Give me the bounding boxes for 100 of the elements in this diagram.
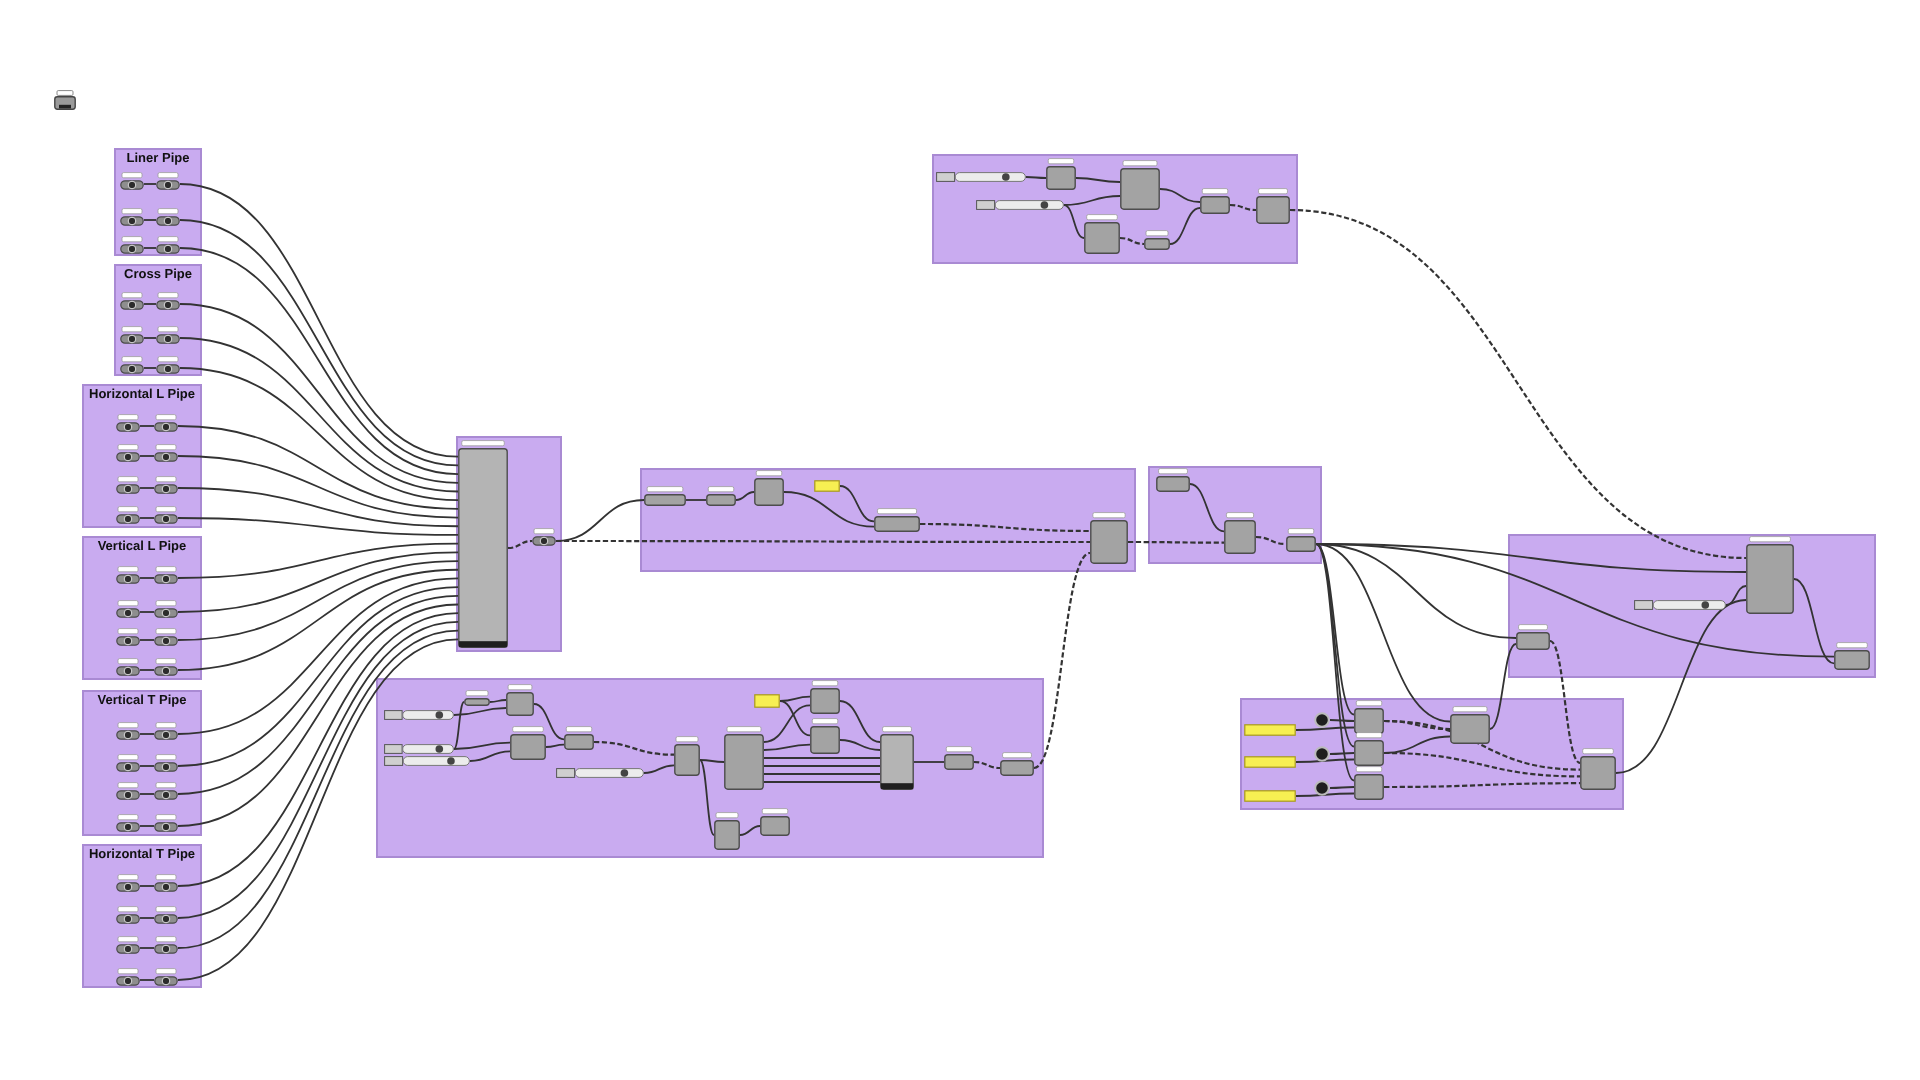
parameter-capsule (154, 657, 178, 675)
wire (1315, 543, 1355, 716)
number-slider (384, 710, 454, 720)
component-block (810, 718, 840, 754)
wire (1025, 176, 1047, 179)
wire (139, 825, 155, 827)
wire (1295, 726, 1355, 731)
wire (139, 611, 155, 613)
wire (783, 491, 875, 528)
wire (839, 485, 875, 523)
parameter-capsule (120, 325, 144, 343)
parameter-capsule (156, 171, 180, 189)
parameter-capsule (116, 627, 140, 645)
wire (139, 455, 155, 457)
component-block (1354, 766, 1384, 800)
wire (1128, 540, 1224, 544)
wire (139, 793, 155, 795)
wire (453, 741, 511, 750)
wire (139, 669, 155, 671)
parameter-capsule (116, 443, 140, 461)
parameter-capsule (154, 599, 178, 617)
wire (179, 303, 459, 484)
component-block (1144, 230, 1170, 250)
group-panel (640, 468, 1136, 572)
parameter-capsule (120, 235, 144, 253)
note-panel (1244, 790, 1296, 802)
wire (139, 885, 155, 887)
component-block (1746, 536, 1794, 614)
component-block (714, 812, 740, 850)
wire (1295, 758, 1355, 763)
wire (177, 577, 459, 735)
wire (913, 761, 945, 763)
component-block (1450, 706, 1490, 744)
wire (1063, 204, 1085, 239)
wire (143, 303, 157, 305)
wire (139, 733, 155, 735)
wire (143, 183, 157, 185)
parameter-capsule (116, 753, 140, 771)
parameter-capsule (154, 935, 178, 953)
parameter-capsule (154, 967, 178, 985)
group-panel (1148, 466, 1322, 564)
wire (1793, 578, 1835, 665)
parameter-capsule (116, 505, 140, 523)
wire (1383, 719, 1581, 771)
wire (1159, 188, 1201, 203)
wire (839, 700, 881, 743)
component-block (874, 508, 920, 532)
wire (1549, 640, 1581, 764)
wire (453, 701, 465, 750)
group-panel (82, 690, 202, 836)
wire (1315, 543, 1451, 723)
parameter-capsule (154, 721, 178, 739)
wire (545, 743, 565, 748)
component-block (674, 736, 700, 776)
component-block (706, 486, 736, 506)
component-block (1834, 642, 1870, 670)
group-panel (456, 436, 562, 652)
wire (1033, 552, 1091, 769)
number-slider (384, 756, 470, 766)
wire (763, 765, 881, 767)
group-panel (82, 384, 202, 528)
component-block (760, 808, 790, 836)
wire (920, 522, 1090, 533)
parameter-capsule (154, 443, 178, 461)
component-block (1516, 624, 1550, 650)
wire (593, 740, 675, 756)
component-block (1000, 752, 1034, 776)
wire (1189, 483, 1225, 533)
component-block (1084, 214, 1120, 254)
group-panel (932, 154, 1298, 264)
wire (177, 517, 459, 536)
parameter-capsule (156, 235, 180, 253)
parameter-capsule (154, 781, 178, 799)
wire (973, 760, 1001, 770)
parameter-capsule (116, 935, 140, 953)
component-block (1354, 732, 1384, 766)
component-block (1256, 188, 1290, 224)
parameter-capsule (154, 753, 178, 771)
wire (1289, 208, 1747, 560)
wire (177, 560, 459, 641)
wire (763, 773, 881, 775)
component-block (644, 486, 686, 506)
wire (177, 455, 459, 519)
wire (139, 487, 155, 489)
parameter-capsule (116, 873, 140, 891)
wire (1255, 535, 1287, 546)
component-block (458, 440, 508, 648)
wire (139, 425, 155, 427)
wire (179, 337, 459, 493)
wire (763, 704, 811, 743)
wire (735, 491, 755, 501)
component-block (1580, 748, 1616, 790)
parameter-capsule (154, 475, 178, 493)
parameter-capsule (156, 291, 180, 309)
group-panel (1508, 534, 1876, 678)
wire (533, 703, 565, 741)
parameter-capsule (116, 781, 140, 799)
wire (1295, 792, 1355, 797)
parameter-capsule (116, 721, 140, 739)
parameter-capsule (116, 967, 140, 985)
